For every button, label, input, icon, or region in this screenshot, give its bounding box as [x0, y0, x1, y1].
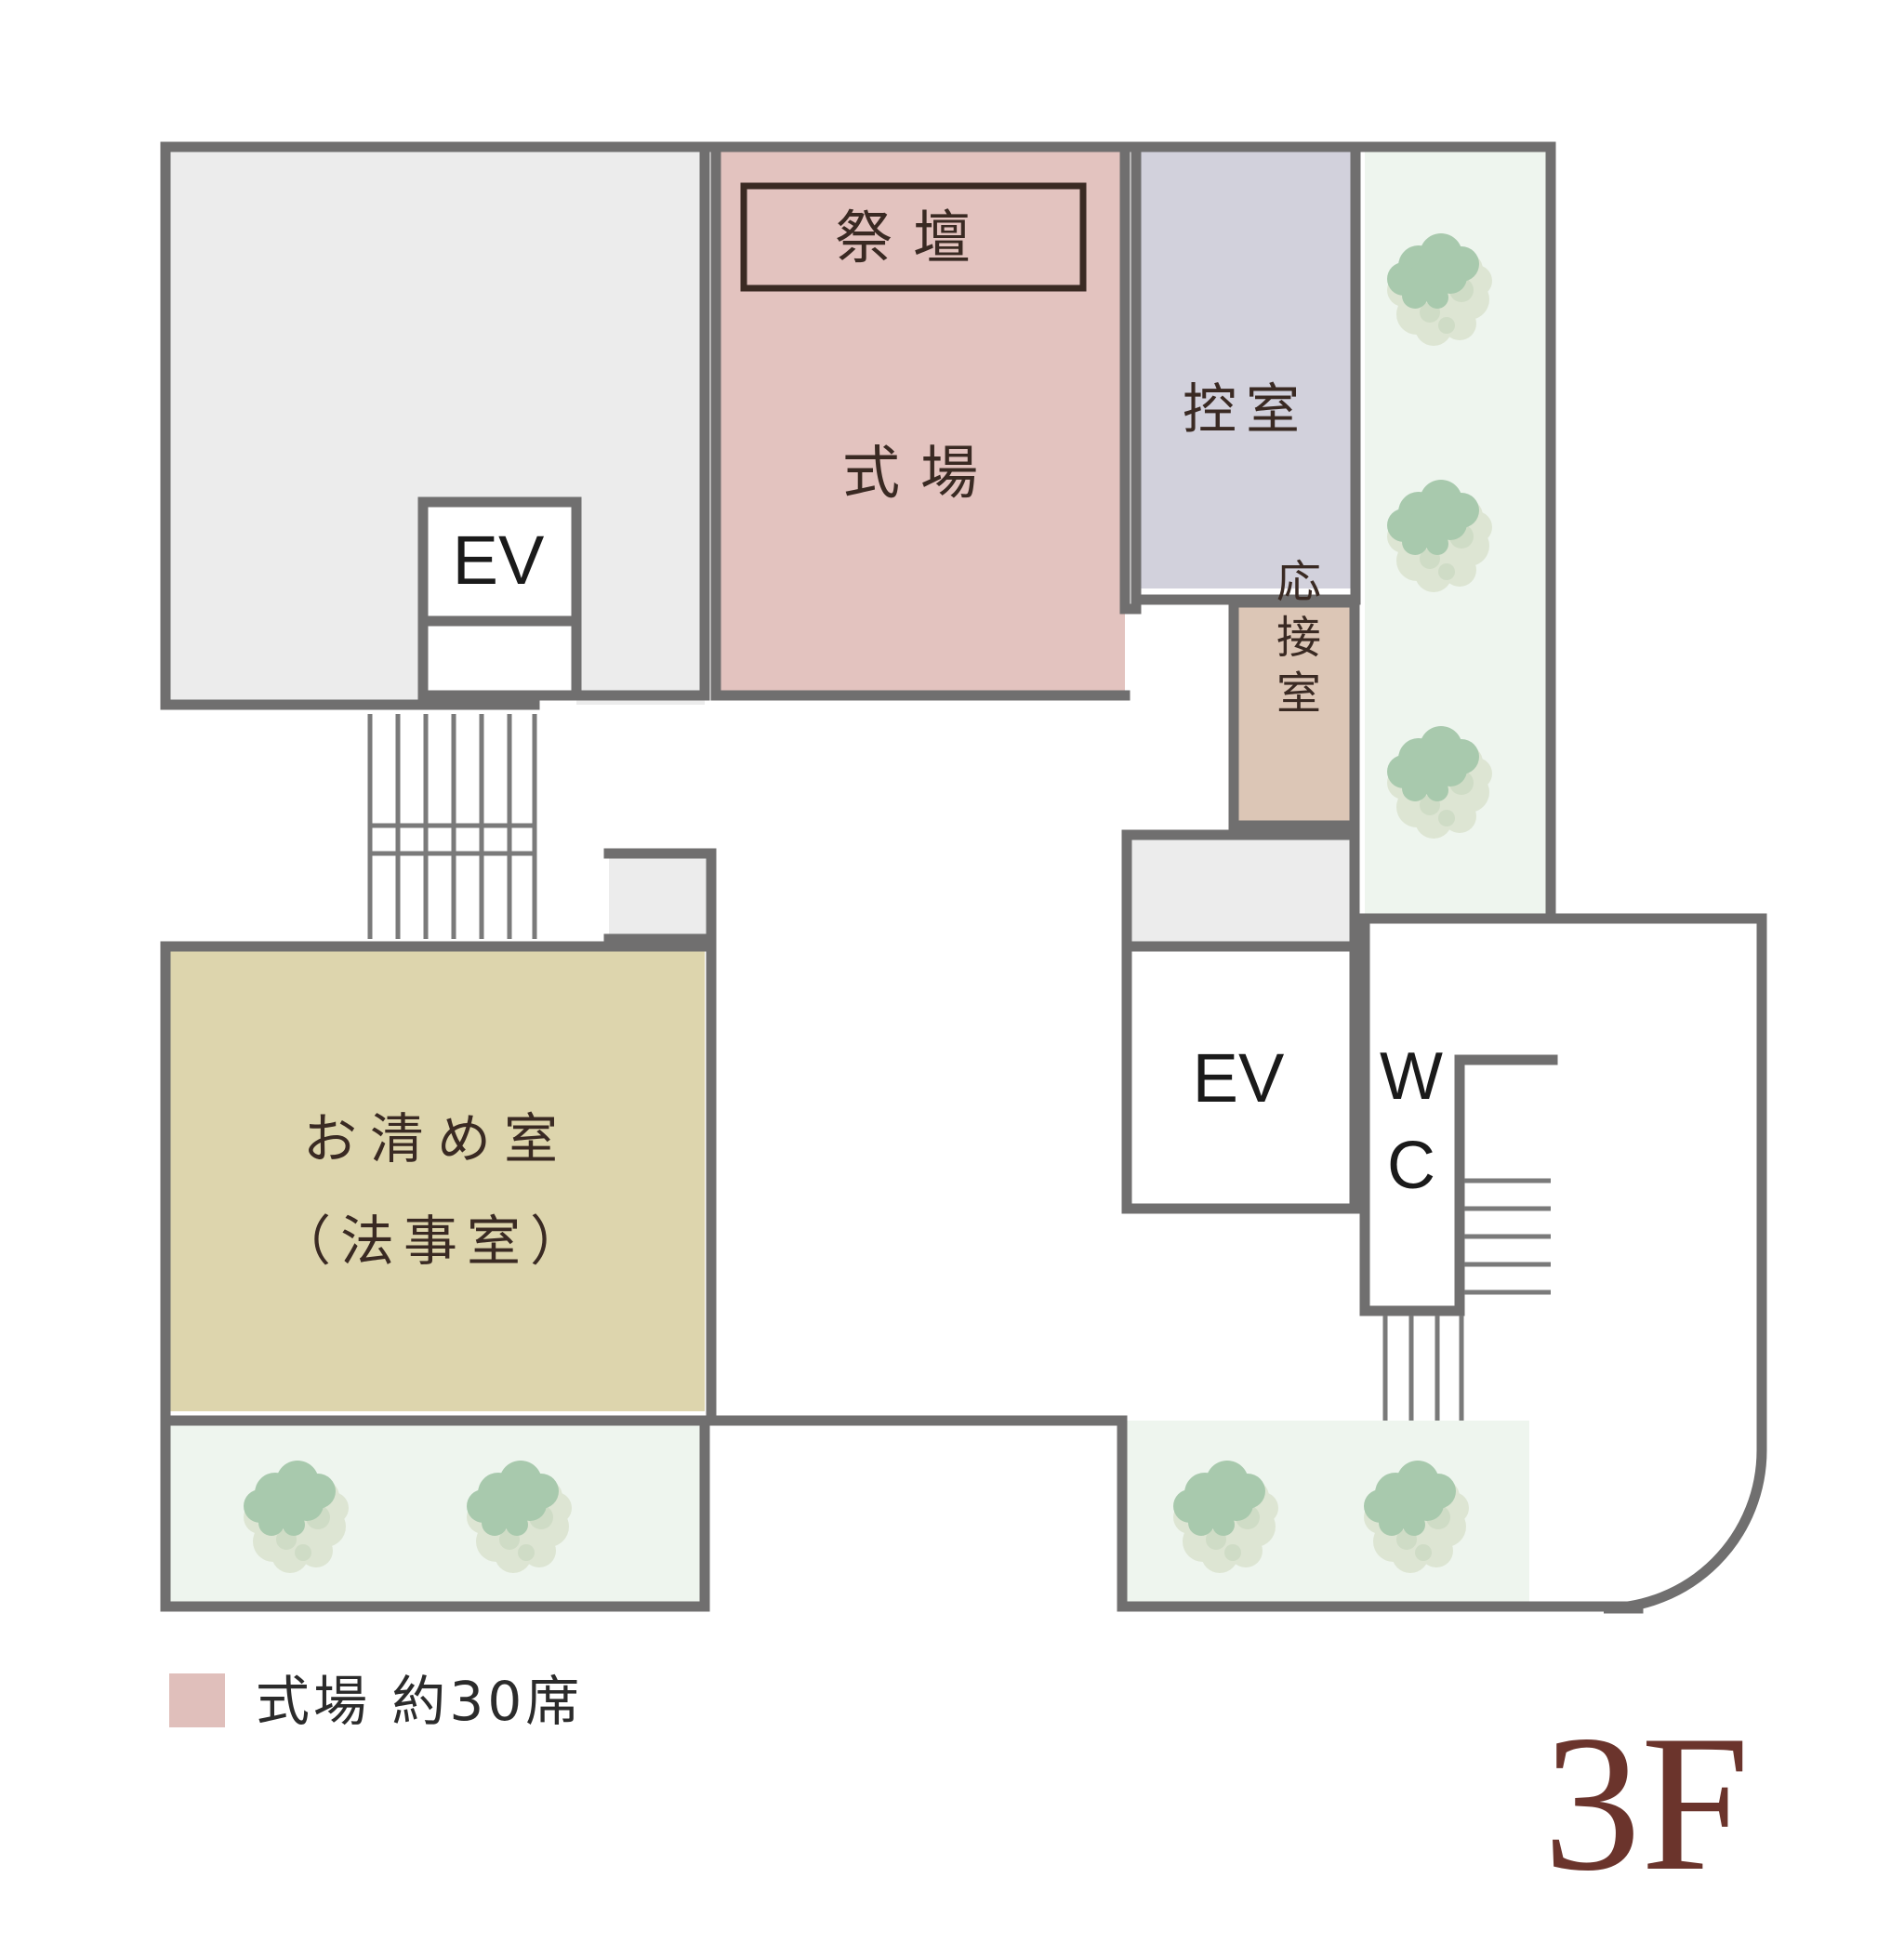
legend: 式場 約30席 — [169, 1670, 583, 1733]
altar-label: 祭壇 — [835, 204, 991, 271]
legend-swatch — [169, 1673, 225, 1727]
altar-box — [740, 182, 1087, 292]
room-purification-fill — [165, 946, 705, 1411]
restroom-label-line1: W — [1380, 1039, 1443, 1114]
room-waiting-fill — [1136, 147, 1355, 588]
stair-right-vertical — [1382, 1316, 1464, 1421]
restroom-label-line2: C — [1387, 1129, 1435, 1203]
greenery-bottom-right-strip — [1122, 1421, 1529, 1607]
legend-text: 式場 約30席 — [256, 1670, 583, 1733]
room-ceremony-hall-fill — [716, 147, 1125, 695]
greenery-bottom-left-strip — [165, 1421, 705, 1607]
purification-room-label-line1: お清め室 — [303, 1107, 571, 1170]
ceremony-hall-label: 式場 — [842, 439, 998, 507]
room-hall-upper-left — [165, 147, 705, 705]
utility-box-mid-right — [1127, 835, 1355, 946]
room-reception-fill — [1234, 602, 1355, 826]
purification-room-label-line2: （法事室） — [277, 1210, 593, 1273]
reception-room-label: 応接室 — [1268, 558, 1320, 725]
wall-lines — [160, 141, 1767, 1614]
elevator-lower-label: EV — [1193, 1039, 1285, 1117]
waiting-room-label: 控室 — [1183, 377, 1309, 441]
stair-left — [367, 714, 537, 939]
reception-room-label-group: 応接室 — [1268, 558, 1320, 725]
greenery-right-strip — [1365, 147, 1551, 919]
utility-box-mid-left — [609, 853, 711, 935]
elevator-upper-label: EV — [453, 522, 545, 599]
stair-right-horizontal — [1464, 1178, 1551, 1295]
floor-label: 3F — [1543, 1696, 1750, 1911]
